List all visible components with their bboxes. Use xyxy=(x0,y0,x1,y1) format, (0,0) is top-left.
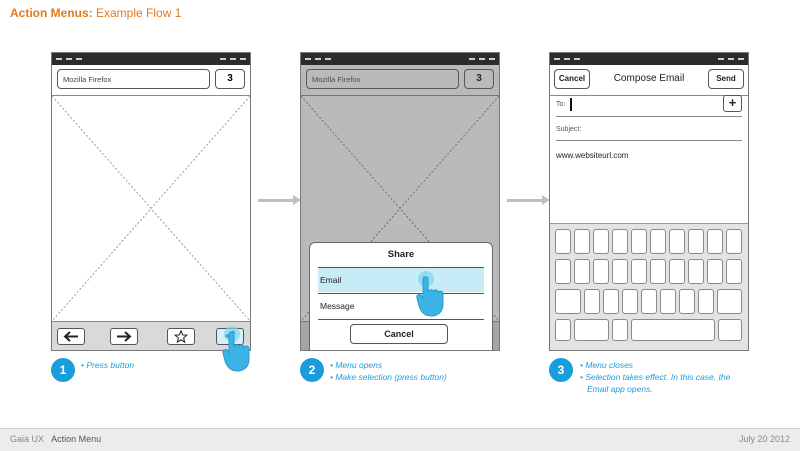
flow-arrow xyxy=(258,195,301,205)
arrow-left-icon xyxy=(63,331,78,342)
keyboard-key[interactable] xyxy=(612,229,628,254)
compose-header: Cancel Compose Email Send xyxy=(550,65,748,96)
keyboard[interactable] xyxy=(550,223,748,350)
tap-hand-icon xyxy=(416,271,444,317)
keyboard-key[interactable] xyxy=(574,259,590,284)
url-bar: Mozilla Firefox 3 xyxy=(52,65,250,96)
browser-toolbar xyxy=(52,321,250,350)
flow-arrow xyxy=(507,195,550,205)
keyboard-key[interactable] xyxy=(726,259,742,284)
url-field[interactable]: Mozilla Firefox xyxy=(57,69,210,89)
step-badge: 2 xyxy=(300,358,324,382)
to-label: To: xyxy=(556,101,566,108)
keyboard-key[interactable] xyxy=(574,229,590,254)
keyboard-key[interactable] xyxy=(574,319,609,341)
keyboard-key[interactable] xyxy=(660,289,676,314)
return-key[interactable] xyxy=(718,319,742,341)
phone-screen-share-menu: Mozilla Firefox 3 Share Email Message Ca… xyxy=(300,52,500,351)
keyboard-key[interactable] xyxy=(593,229,609,254)
keyboard-key[interactable] xyxy=(707,259,723,284)
keyboard-key[interactable] xyxy=(669,229,685,254)
to-field[interactable] xyxy=(556,116,742,117)
content-placeholder xyxy=(52,96,250,321)
status-bar xyxy=(52,53,250,65)
share-menu-title: Share xyxy=(387,249,415,260)
arrow-right-icon xyxy=(117,331,132,342)
keyboard-key[interactable] xyxy=(555,259,571,284)
space-key[interactable] xyxy=(631,319,715,341)
step-notes: • Menu opens • Make selection (press but… xyxy=(330,360,447,382)
step-badge: 1 xyxy=(51,358,75,382)
keyboard-key[interactable] xyxy=(555,319,571,341)
keyboard-key[interactable] xyxy=(622,289,638,314)
footer: Gaia UX Action Menu July 20 2012 xyxy=(0,428,800,451)
tabs-count-button: 3 xyxy=(464,69,494,89)
tabs-count-button[interactable]: 3 xyxy=(215,69,245,89)
keyboard-key[interactable] xyxy=(603,289,619,314)
email-body[interactable]: www.websiteurl.com xyxy=(556,151,629,160)
keyboard-key[interactable] xyxy=(612,319,628,341)
keyboard-key[interactable] xyxy=(584,289,600,314)
url-bar: Mozilla Firefox 3 xyxy=(301,65,499,96)
compose-cancel-button[interactable]: Cancel xyxy=(554,69,590,89)
keyboard-key[interactable] xyxy=(688,259,704,284)
backspace-key[interactable] xyxy=(717,289,742,314)
step-notes: • Press button xyxy=(81,360,135,370)
keyboard-key[interactable] xyxy=(688,229,704,254)
keyboard-key[interactable] xyxy=(698,289,714,314)
subject-field[interactable] xyxy=(556,140,742,141)
keyboard-key[interactable] xyxy=(679,289,695,314)
keyboard-key[interactable] xyxy=(669,259,685,284)
keyboard-key[interactable] xyxy=(650,229,666,254)
text-cursor xyxy=(570,98,572,111)
keyboard-key[interactable] xyxy=(631,259,647,284)
share-cancel-button[interactable]: Cancel xyxy=(350,324,448,344)
step-notes: • Menu closes • Selection takes effect. … xyxy=(580,360,731,394)
share-option-email[interactable]: Email xyxy=(318,268,484,292)
star-icon xyxy=(173,329,189,344)
compose-send-button[interactable]: Send xyxy=(708,69,744,89)
keyboard-key[interactable] xyxy=(707,229,723,254)
step-badge: 3 xyxy=(549,358,573,382)
footer-product: Gaia UX xyxy=(10,434,45,444)
footer-section: Action Menu xyxy=(51,434,102,444)
plus-icon: + xyxy=(728,95,737,110)
status-bar xyxy=(301,53,499,65)
compose-title: Compose Email xyxy=(613,73,685,84)
subject-label: Subject: xyxy=(556,126,582,133)
share-option-message[interactable]: Message xyxy=(320,301,355,311)
phone-screen-compose-email: Cancel Compose Email Send To: + Subject:… xyxy=(549,52,749,351)
forward-button[interactable] xyxy=(110,328,138,345)
shift-key[interactable] xyxy=(555,289,581,314)
footer-date: July 20 2012 xyxy=(738,434,790,444)
keyboard-key[interactable] xyxy=(593,259,609,284)
keyboard-key[interactable] xyxy=(726,229,742,254)
keyboard-key[interactable] xyxy=(650,259,666,284)
status-bar xyxy=(550,53,748,65)
keyboard-key[interactable] xyxy=(555,229,571,254)
bookmark-button[interactable] xyxy=(167,328,195,345)
tap-hand-icon xyxy=(222,326,250,372)
back-button[interactable] xyxy=(57,328,85,345)
page-title: Action Menus: Example Flow 1 xyxy=(10,6,182,20)
keyboard-key[interactable] xyxy=(641,289,657,314)
keyboard-key[interactable] xyxy=(631,229,647,254)
phone-screen-browser: Mozilla Firefox 3 xyxy=(51,52,251,351)
url-field: Mozilla Firefox xyxy=(306,69,459,89)
add-contact-button[interactable]: + xyxy=(723,95,742,112)
share-action-menu: Share Email Message Cancel xyxy=(309,242,493,350)
keyboard-key[interactable] xyxy=(612,259,628,284)
